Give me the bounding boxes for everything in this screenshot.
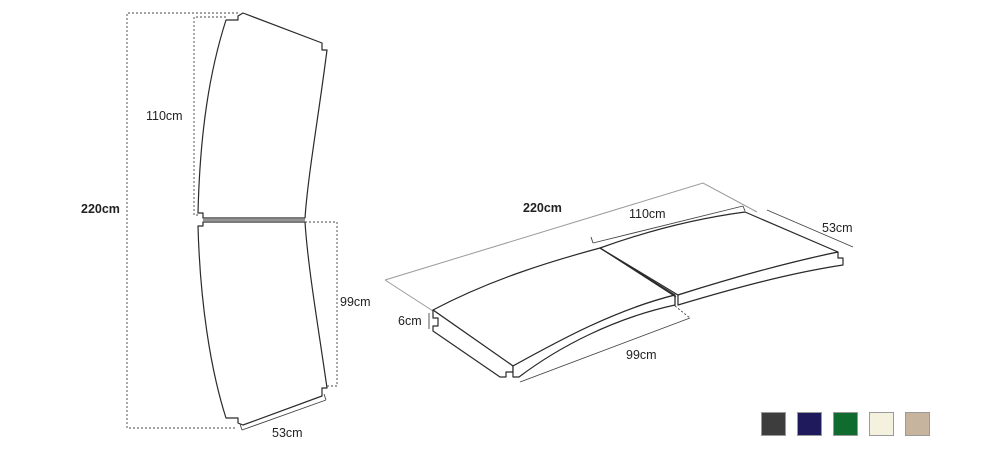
perspective-seam: [599, 247, 677, 298]
perspective-view: 220cm 110cm 53cm 6cm 99cm: [384, 182, 854, 383]
color-swatch-beige[interactable]: [905, 412, 930, 436]
perspective-bottom-length-label: 99cm: [626, 348, 657, 362]
front-bottom-section: [197, 221, 328, 426]
color-swatch-green[interactable]: [833, 412, 858, 436]
front-bottom-length-label: 99cm: [340, 295, 371, 309]
front-total-dim-line: [126, 12, 238, 429]
color-swatch-navy[interactable]: [797, 412, 822, 436]
color-swatch-row: [761, 412, 930, 436]
front-total-length-label: 220cm: [81, 202, 120, 216]
front-bottom-dim-line: [305, 221, 338, 387]
front-top-section: [197, 12, 328, 219]
perspective-total-length-label: 220cm: [523, 201, 562, 215]
perspective-section-length-label: 110cm: [629, 207, 666, 221]
perspective-width-dim-line: [766, 209, 854, 248]
front-view: 220cm 110cm 99cm 53cm: [81, 12, 371, 440]
perspective-thickness-label: 6cm: [398, 314, 422, 328]
perspective-width-label: 53cm: [822, 221, 853, 235]
color-swatch-cream[interactable]: [869, 412, 894, 436]
perspective-total-dim-line: [384, 182, 758, 312]
front-width-label: 53cm: [272, 426, 303, 440]
perspective-section-dim-line: [590, 205, 746, 244]
front-top-length-label: 110cm: [146, 109, 183, 123]
front-width-dim-line: [239, 393, 327, 431]
perspective-right-side-face: [677, 251, 844, 306]
perspective-bottom-dim-line: [519, 317, 691, 383]
color-swatch-charcoal[interactable]: [761, 412, 786, 436]
perspective-bottom-dim-guide: [674, 305, 691, 319]
front-top-dim-line: [193, 16, 226, 216]
